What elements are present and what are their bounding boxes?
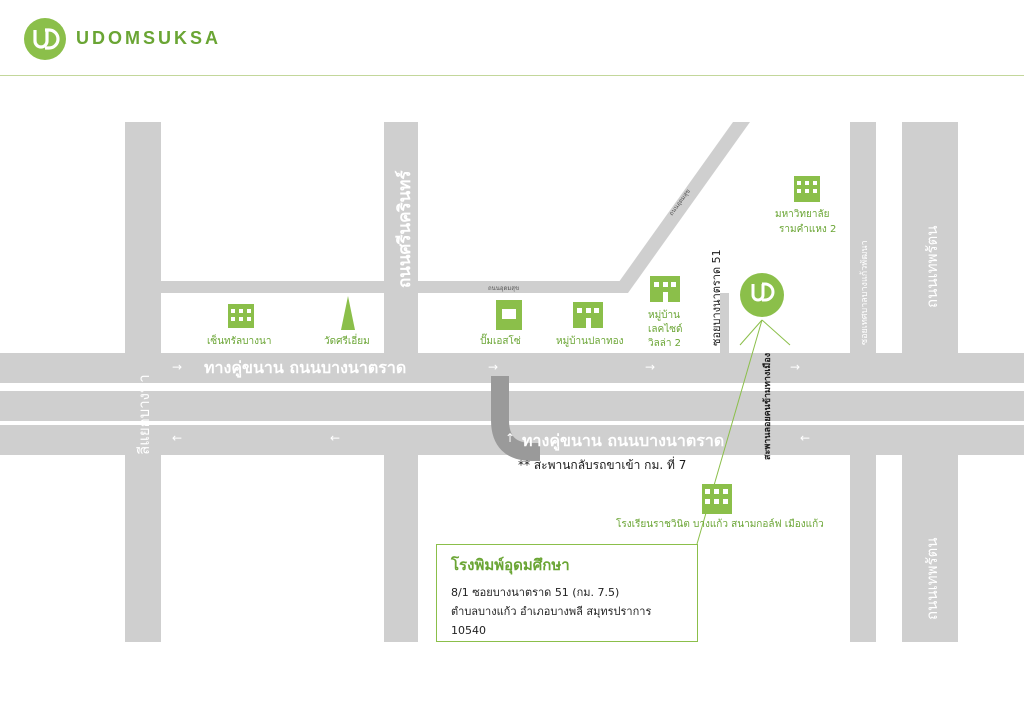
address-line-2: ตำบลบางแก้ว อำเภอบางพลี สมุทรปราการ [451,605,652,618]
road-network [0,122,1024,642]
landmark-ptt: ปั๊มเอสโซ่ [480,333,521,347]
road-label-srinakarin: ถนนศรีนครินทร์ [394,170,415,288]
u-turn-note: ** สะพานกลับรถขาเข้า กม. ที่ 7 [518,456,686,472]
road-label-parallel-north: ทางคู่ขนาน ถนนบางนาตราด [204,358,406,379]
u-turn-ramp [491,376,540,461]
direction-arrows: → → → → ← ← ← ↑ ↑ [172,335,810,445]
road-label-right-small: ซอยเทศบาลบางแก้วพัฒนา [859,240,870,345]
address-box: โรงพิมพ์อุดมศึกษา 8/1 ซอยบางนาตราด 51 (ก… [436,544,698,642]
location-pointer-line-2 [739,319,763,346]
address-title: โรงพิมพ์อุดมศึกษา [451,556,570,574]
road-gaps [0,383,1024,425]
road-bangna-main [0,391,1024,421]
page-header: UDOMSUKSA [0,0,1024,76]
road-label-right-lower: ถนนเทพรัตน [923,537,941,620]
arrow-east-2: → [488,360,498,374]
road-label-parallel-south: ทางคู่ขนาน ถนนบางนาตราด [522,431,724,452]
gas-station-icon [496,300,522,330]
median-north-right [516,383,1024,391]
road-label-soi-51: ซอยบางนาตราด 51 [710,249,723,346]
building-icon-university [794,176,820,202]
landmark-lakeside-1: หมู่บ้าน [648,309,680,321]
median-south [0,421,488,425]
arrow-west-3: ← [800,431,810,445]
road-label-right-upper: ถนนเทพรัตน [923,225,941,308]
location-pointer-line-3 [761,319,791,346]
udomsuksa-logo-icon [24,18,66,60]
landmark-lakeside-3: วิลล่า 2 [648,338,681,349]
road-soi-51 [720,293,729,353]
landmark-school: โรงเรียนราชวินิต บางแก้ว สนามกอล์ฟ เมือง… [616,517,824,530]
arrow-up-uturn: ↑ [505,431,515,445]
landmark-university-2: รามคำแหง 2 [779,224,836,235]
landmark-wat: วัดศรีเอี่ยม [324,333,370,347]
address-line-1: 8/1 ซอยบางนาตราด 51 (กม. 7.5) [451,586,620,599]
arrow-west-1: ← [172,431,182,445]
house-icon-platong [573,302,603,328]
road-label-bridge: สะพานลอยคนข้ามทางเมือง [761,353,773,460]
median-north [0,383,488,391]
address-line-3: 10540 [451,624,486,637]
road-diagonal [611,122,750,293]
road-parallel-north [0,353,1024,383]
house-icon-lakeside [650,276,680,302]
arrow-east-3: → [645,360,655,374]
landmark-lakeside-2: เลคไซด์ [648,323,683,335]
building-icon-school [702,484,732,514]
landmark-university-1: มหาวิทยาลัย [775,209,829,220]
landmark-central: เซ็นทรัลบางนา [207,333,271,347]
brand-name: UDOMSUKSA [76,28,222,48]
temple-icon [341,296,355,330]
landmark-village-platong: หมู่บ้านปลาทอง [556,335,624,347]
building-icon-central [228,304,254,328]
median-south-right [516,421,1024,425]
road-label-udomsuk: ถนนอุดมสุข [488,285,519,292]
arrow-east-1: → [172,360,182,374]
udomsuksa-location-icon [740,273,784,317]
road-label-lat-krabang: ลีแยกบางนา [135,374,153,455]
road-udomsuk [161,281,621,293]
arrow-east-4: → [790,360,800,374]
arrow-west-2: ← [330,431,340,445]
arrow-up-soi: ↑ [731,335,740,348]
